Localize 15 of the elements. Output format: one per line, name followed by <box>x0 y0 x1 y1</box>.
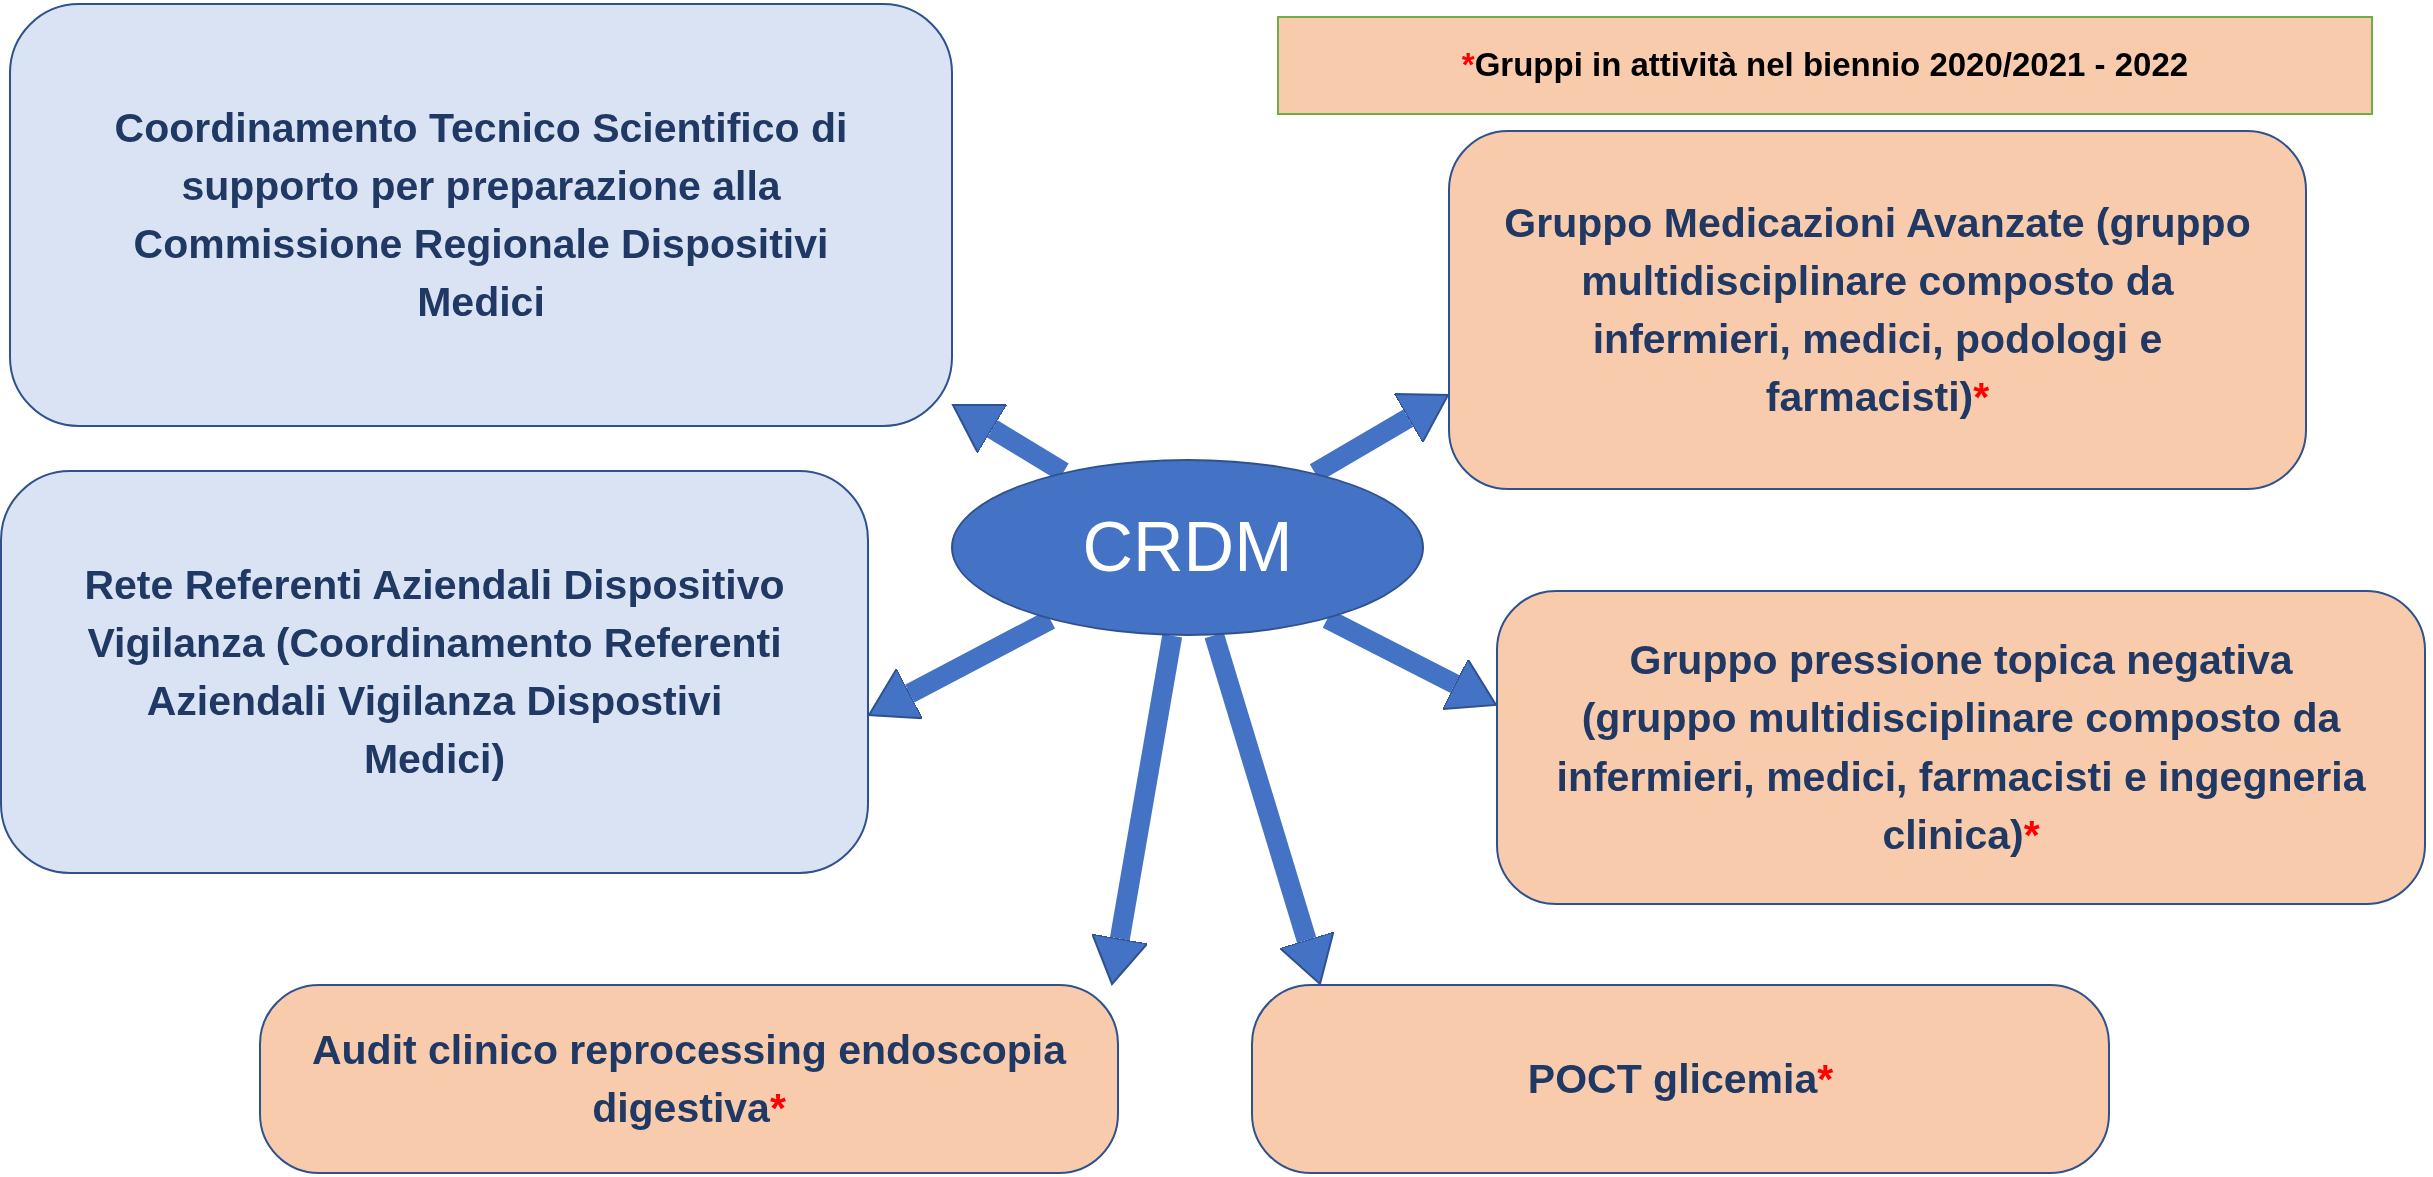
box-label: POCT glicemia* <box>1527 1054 1834 1104</box>
box-label: Gruppo pressione topica negativa (gruppo multidisciplinare composto da infermieri, medici, farmacisti e ingegneria clinica)* <box>1555 636 2367 860</box>
group-box <box>1448 130 2307 490</box>
group-box <box>1251 984 2110 1174</box>
group-box <box>1496 590 2426 905</box>
group-box <box>9 3 953 427</box>
box-label: Coordinamento Tecnico Scientifico di supporto per preparazione alla Commissione Regionale Dispositivi Medici <box>113 103 849 328</box>
box-label: CRDM <box>1082 506 1293 588</box>
box-label: Gruppo Medicazioni Avanzate (gruppo multidisciplinare composto da infermieri, medici, podologi e farmacisti)* <box>1503 198 2252 423</box>
group-box <box>259 984 1119 1174</box>
box-label: Rete Referenti Aziendali Dispositivo Vigilanza (Coordinamento Referenti Aziendali Vigilanza Dispostivi Medici) <box>83 560 786 785</box>
note-box <box>1277 16 2373 115</box>
box-label: *Gruppi in attività nel biennio 2020/2021 - 2022 <box>1461 45 2189 86</box>
group-box <box>0 470 869 874</box>
box-label: Audit clinico reprocessing endoscopia digestiva* <box>311 1025 1067 1133</box>
